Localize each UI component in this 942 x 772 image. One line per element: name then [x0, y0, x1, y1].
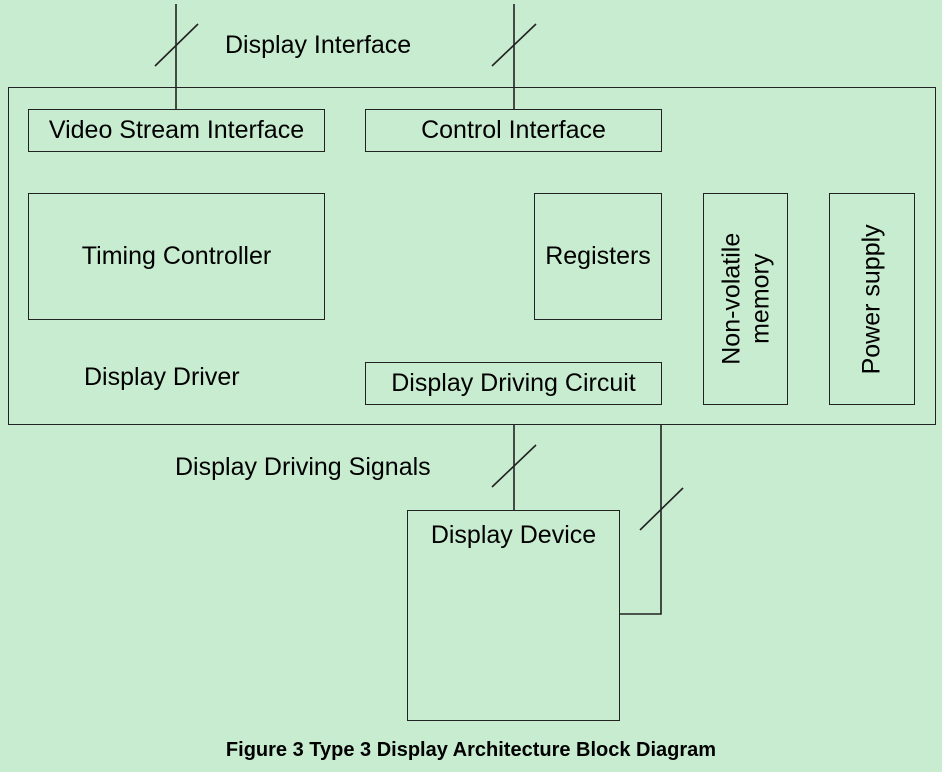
- device-return-line: [619, 424, 662, 615]
- power-supply-block: Power supply: [829, 193, 915, 405]
- display-driver-container: [8, 87, 936, 425]
- video-interface-bus-slash: [154, 23, 199, 67]
- non-volatile-memory-line-1: Non-volatile: [716, 232, 745, 366]
- timing-controller-text: Timing Controller: [81, 242, 272, 270]
- timing-controller-block: Timing Controller: [28, 193, 325, 320]
- display-device-block: Display Device: [407, 510, 620, 721]
- display-driving-signals-label: Display Driving Signals: [175, 453, 431, 481]
- display-driver-label: Display Driver: [84, 363, 240, 391]
- non-volatile-memory-block: Non-volatile memory: [703, 193, 788, 405]
- control-interface-text: Control Interface: [421, 116, 606, 144]
- video-stream-interface-block: Video Stream Interface: [28, 109, 325, 152]
- figure-caption: Figure 3 Type 3 Display Architecture Blo…: [225, 739, 717, 761]
- display-device-text: Display Device: [430, 521, 597, 549]
- control-interface-block: Control Interface: [365, 109, 662, 152]
- display-interface-label: Display Interface: [225, 31, 412, 59]
- registers-text: Registers: [545, 242, 651, 270]
- display-driving-circuit-block: Display Driving Circuit: [365, 362, 662, 405]
- display-driving-circuit-text: Display Driving Circuit: [391, 369, 636, 397]
- non-volatile-memory-text: Non-volatile memory: [717, 233, 775, 365]
- non-volatile-memory-line-2: memory: [745, 253, 774, 345]
- driving-signals-bus-slash: [491, 444, 537, 488]
- control-interface-bus-slash: [491, 23, 537, 67]
- power-supply-text: Power supply: [857, 223, 886, 375]
- registers-block: Registers: [534, 193, 662, 320]
- video-stream-interface-text: Video Stream Interface: [48, 116, 305, 144]
- device-return-bus-slash: [639, 487, 684, 531]
